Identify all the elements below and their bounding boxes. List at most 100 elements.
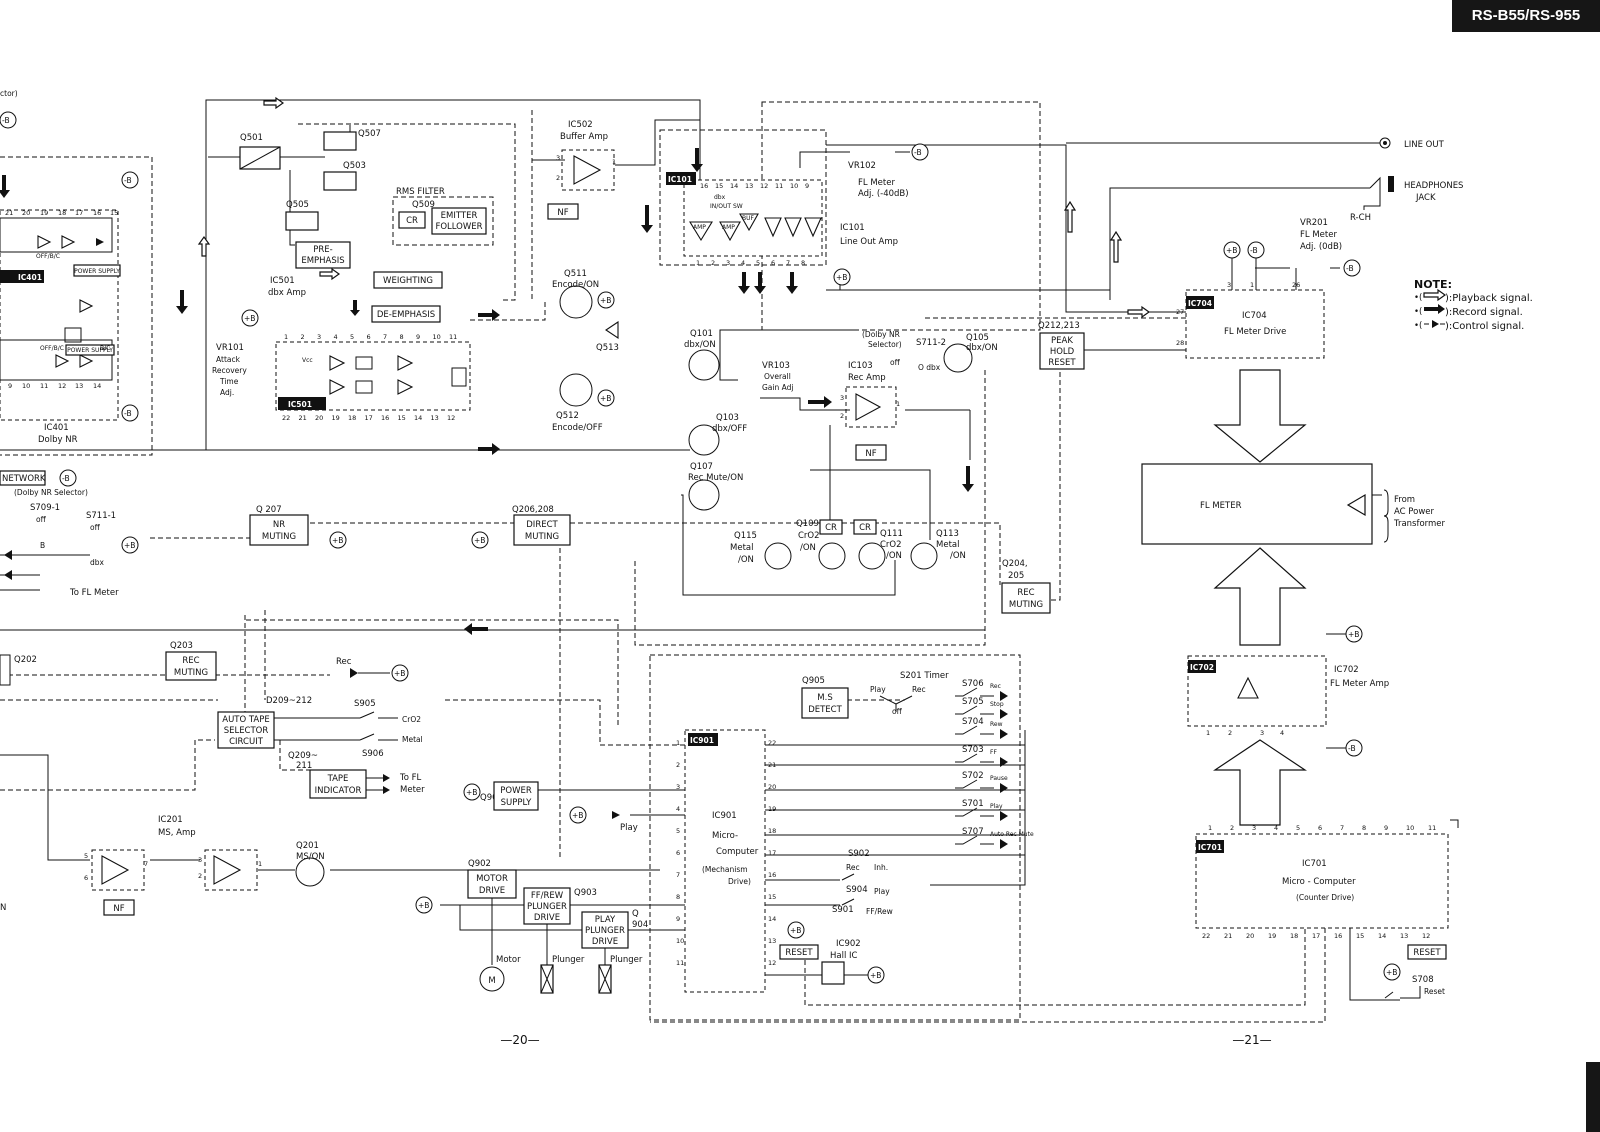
- ic501-pin: 18: [348, 414, 356, 422]
- svg-text:15: 15: [110, 209, 118, 217]
- ic704-pin: 3: [1227, 281, 1231, 289]
- q107-desc: Rec Mute/ON: [688, 473, 743, 483]
- ic704-pin: 28: [1176, 339, 1184, 347]
- ic501-pin: 16: [381, 414, 389, 422]
- motor-label: Motor: [496, 955, 521, 965]
- svg-text:11: 11: [40, 382, 48, 390]
- n-fragment: N: [0, 903, 6, 913]
- q201-desc: MS/ON: [296, 852, 325, 862]
- svg-text:2: 2: [556, 174, 560, 182]
- ic701-box: [1195, 833, 1449, 929]
- playback-signal-arrow: [1127, 305, 1151, 319]
- dbx-section: Q501 Q507 Q503 Q505 RMS FILTER Q509 CR E…: [176, 96, 500, 455]
- ic702-tag: IC702: [1190, 663, 1214, 672]
- vr101-line-4: Time: [219, 377, 239, 386]
- supply-plus-b: +B: [836, 273, 847, 282]
- svg-text:18: 18: [58, 209, 66, 217]
- ic501-pin: 6: [367, 333, 371, 341]
- note-record: ):Record signal.: [1445, 307, 1523, 318]
- play-led: [612, 811, 620, 819]
- supply-plus-b: +B: [474, 536, 485, 545]
- ic103-name: IC103: [848, 361, 873, 371]
- switch-diode: [1000, 811, 1008, 821]
- ic101-pin: 14: [730, 182, 738, 190]
- ic701-pin: 20: [1246, 932, 1254, 940]
- q904-name-2: 904: [632, 920, 648, 930]
- weighting-label: WEIGHTING: [383, 276, 433, 286]
- q109-line-3: /ON: [800, 543, 816, 553]
- svg-text:2: 2: [198, 872, 202, 880]
- peak-hold-reset-box: [1039, 332, 1085, 370]
- ic501-pin: 2: [301, 333, 305, 341]
- ic501-pin: 14: [414, 414, 422, 422]
- ic501-pin: 17: [365, 414, 373, 422]
- switch-name: S704: [962, 717, 984, 727]
- ic101-pin: 10: [790, 182, 798, 190]
- switch-contact: [955, 687, 994, 697]
- switch-diode: [1000, 729, 1008, 739]
- q115-transistor: [764, 542, 792, 570]
- q513-buffer: [605, 320, 619, 340]
- q206-name: Q206,208: [512, 505, 554, 515]
- vr102-desc-1: FL Meter: [858, 178, 895, 188]
- ic901-pin: 21: [768, 761, 776, 769]
- de-emphasis-box: [371, 305, 441, 323]
- record-signal-arrow: [478, 443, 500, 455]
- ic101-amp: AMP: [693, 224, 706, 231]
- ic704-name: IC704: [1242, 311, 1267, 321]
- supply-minus-b: -B: [914, 148, 922, 157]
- ic101-pin: 7: [786, 259, 790, 267]
- s901-name: S901: [832, 905, 854, 915]
- s711-1-dbx: dbx: [90, 558, 105, 567]
- ic702-pin: 4: [1280, 729, 1284, 737]
- ic501-pin: 12: [447, 414, 455, 422]
- ic201-nf: NF: [113, 904, 124, 914]
- rec-led-label: Rec: [336, 657, 352, 667]
- pre-emphasis-line-2: EMPHASIS: [301, 256, 344, 266]
- model-banner: RS-B55/RS-955: [1452, 0, 1600, 32]
- vr102-name: VR102: [848, 161, 876, 171]
- ic101-pin: 1: [696, 259, 700, 267]
- fl-meter-section: +B -B VR201 FL Meter Adj. (0dB) -B IC704…: [1038, 218, 1449, 999]
- to-fl-meter-left: To FL Meter: [69, 588, 119, 598]
- svg-text:1: 1: [258, 860, 262, 868]
- emitter-line-1: EMITTER: [441, 211, 478, 221]
- ic901-desc-3: (Mechanism: [702, 865, 748, 874]
- switch-function: Play: [990, 803, 1003, 810]
- s906-name: S906: [362, 749, 384, 759]
- ic501-pin: 10: [433, 333, 441, 341]
- svg-text:1: 1: [896, 400, 900, 408]
- q109-line-2: CrO2: [798, 531, 820, 541]
- svg-text:•(: •(: [1414, 293, 1422, 303]
- supply-minus-b: -B: [1250, 246, 1258, 255]
- note-title: NOTE:: [1414, 278, 1452, 291]
- plunger-label-2: Plunger: [610, 955, 643, 965]
- svg-text:10: 10: [22, 382, 30, 390]
- supply-plus-b: +B: [790, 926, 801, 935]
- vr101-line-5: Adj.: [220, 388, 234, 397]
- ic101-pin: 16: [700, 182, 708, 190]
- play-plunger-line-1: PLAY: [595, 915, 616, 925]
- q105-transistor: [943, 343, 973, 373]
- ic701-pin: 19: [1268, 932, 1276, 940]
- ic101-pin: 13: [745, 182, 753, 190]
- page-number-left: —20—: [500, 1033, 539, 1047]
- nr-muting-line-1: NR: [273, 520, 285, 530]
- ic701-pin: 4: [1274, 824, 1278, 832]
- svg-text:•(: •(: [1414, 307, 1422, 317]
- ic502-name: IC502: [568, 120, 593, 130]
- ic702-desc: FL Meter Amp: [1330, 679, 1389, 689]
- pre-emphasis-line-1: PRE-: [313, 245, 332, 255]
- q511-name: Q511: [564, 269, 587, 279]
- ic101-pin: 5: [756, 259, 760, 267]
- ic901-pin: 11: [676, 959, 684, 967]
- q103-desc: dbx/OFF: [712, 424, 747, 434]
- ic501-vcc: Vcc: [302, 357, 313, 364]
- q901-name: Q901: [480, 793, 503, 803]
